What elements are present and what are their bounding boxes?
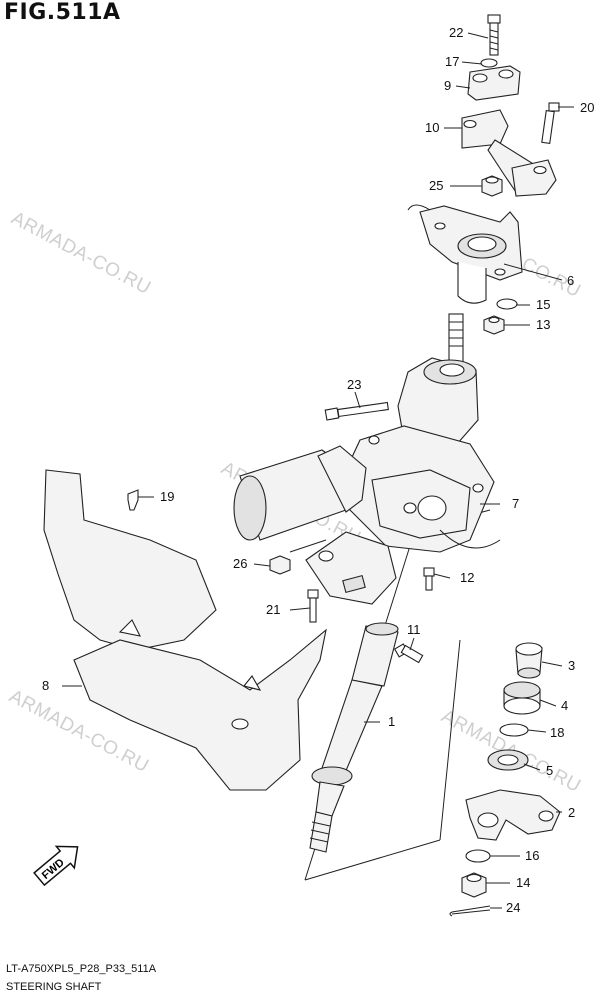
callout-19: 19 bbox=[160, 489, 174, 504]
watermark-1: ARMADA-CO.RU bbox=[8, 208, 155, 299]
part-13-nut bbox=[483, 315, 505, 335]
callout-18: 18 bbox=[550, 725, 564, 740]
callout-20: 20 bbox=[580, 100, 594, 115]
callout-17: 17 bbox=[445, 54, 459, 69]
callout-26: 26 bbox=[233, 556, 247, 571]
part-17-washer bbox=[480, 58, 498, 68]
callout-1: 1 bbox=[388, 714, 395, 729]
callout-2: 2 bbox=[568, 805, 575, 820]
callout-4: 4 bbox=[561, 698, 568, 713]
part-5-seal bbox=[487, 749, 529, 771]
part-6-upper-bracket bbox=[407, 204, 523, 304]
part-14-nut bbox=[461, 872, 487, 898]
part-26-nut bbox=[269, 555, 291, 575]
callout-24: 24 bbox=[506, 900, 520, 915]
callout-22: 22 bbox=[449, 25, 463, 40]
part-9-clamp-top bbox=[467, 65, 521, 101]
part-21-bolt bbox=[307, 589, 319, 623]
fwd-arrow: FWD bbox=[33, 845, 79, 887]
part-15-washer bbox=[496, 298, 518, 310]
callout-13: 13 bbox=[536, 317, 550, 332]
callout-3: 3 bbox=[568, 658, 575, 673]
callout-15: 15 bbox=[536, 297, 550, 312]
callout-12: 12 bbox=[460, 570, 474, 585]
part-8-cover bbox=[43, 469, 327, 791]
part-3-bushing bbox=[515, 642, 543, 679]
part-10-handlebar-holder bbox=[461, 109, 557, 197]
part-4-bearing bbox=[503, 681, 541, 715]
part-22-bolt bbox=[487, 14, 501, 56]
part-11-bolt bbox=[393, 643, 424, 664]
callout-7: 7 bbox=[512, 496, 519, 511]
figure-title: FIG.511A bbox=[4, 0, 121, 25]
callout-6: 6 bbox=[567, 273, 574, 288]
callout-21: 21 bbox=[266, 602, 280, 617]
callouts: 22 17 9 20 10 25 6 15 13 23 7 19 26 12 2… bbox=[42, 25, 594, 915]
part-1-steering-shaft bbox=[309, 622, 399, 853]
callout-10: 10 bbox=[425, 120, 439, 135]
callout-25: 25 bbox=[429, 178, 443, 193]
callout-11: 11 bbox=[407, 622, 421, 637]
leader-lines bbox=[62, 32, 574, 909]
callout-14: 14 bbox=[516, 875, 530, 890]
part-18-oring bbox=[499, 723, 529, 737]
callout-8: 8 bbox=[42, 678, 49, 693]
part-23-bolt bbox=[324, 401, 389, 421]
part-25-nut bbox=[481, 175, 503, 197]
part-24-cotter-pin bbox=[449, 905, 491, 917]
part-20-bolt bbox=[541, 102, 560, 145]
part-7-eps-assembly bbox=[233, 313, 501, 605]
footer-figure-name: STEERING SHAFT bbox=[6, 981, 102, 993]
callout-23: 23 bbox=[347, 377, 361, 392]
callout-16: 16 bbox=[525, 848, 539, 863]
part-2-steering-arm bbox=[465, 789, 561, 841]
part-16-washer bbox=[465, 849, 491, 863]
callout-5: 5 bbox=[546, 763, 553, 778]
callout-9: 9 bbox=[444, 78, 451, 93]
part-12-bolt bbox=[423, 567, 435, 591]
part-19-clip bbox=[127, 489, 139, 511]
footer-figure-code: LT-A750XPL5_P28_P33_511A bbox=[6, 963, 157, 975]
